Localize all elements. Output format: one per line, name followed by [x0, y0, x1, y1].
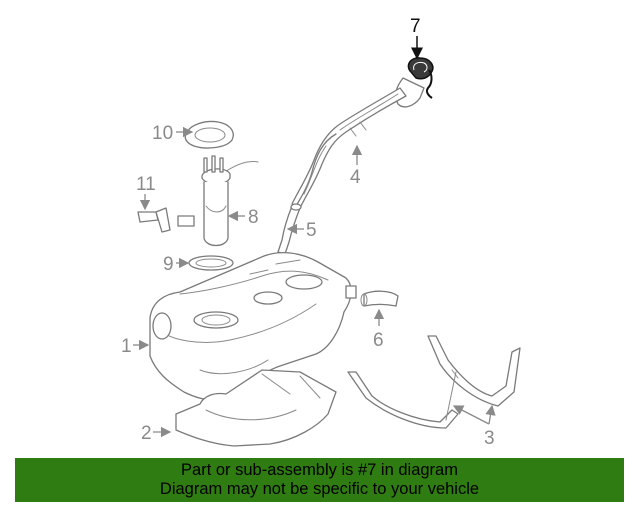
callout-1-label: 1	[121, 336, 132, 357]
info-banner: Part or sub-assembly is #7 in diagram Di…	[15, 458, 624, 502]
callout-3-label: 3	[484, 428, 495, 449]
shield-part-2	[175, 369, 337, 447]
callout-3: 3	[452, 404, 496, 449]
callout-5-label: 5	[306, 220, 317, 241]
callout-2: 2	[141, 423, 172, 444]
callout-3-leader-left	[452, 405, 490, 425]
callout-6-label: 6	[373, 330, 384, 351]
callout-8-label: 8	[248, 207, 259, 228]
callout-8: 8	[227, 207, 259, 228]
callout-11-label: 11	[136, 174, 156, 195]
tank-straps-part-3	[347, 335, 521, 429]
callout-3-leader-right	[485, 404, 496, 425]
banner-vehicle-disclaimer: Diagram may not be specific to your vehi…	[159, 480, 480, 498]
callout-7-label: 7	[410, 16, 421, 37]
callout-1: 1	[121, 336, 150, 357]
callout-10-label: 10	[152, 123, 173, 144]
callout-7: 7	[410, 16, 423, 60]
fuel-tank-part-1	[149, 251, 357, 401]
callout-11: 11	[136, 174, 156, 211]
callout-9: 9	[163, 254, 190, 275]
callout-4-label: 4	[350, 167, 361, 188]
callout-9-label: 9	[163, 254, 174, 275]
callout-5: 5	[286, 220, 317, 241]
callout-10: 10	[152, 123, 194, 144]
retainer-part-11	[137, 207, 171, 233]
hose-part-6	[360, 290, 399, 307]
seal-part-9	[188, 255, 234, 271]
callout-6: 6	[373, 308, 385, 351]
banner-part-notice: Part or sub-assembly is #7 in diagram	[181, 461, 458, 479]
lock-ring-part-10	[184, 120, 234, 149]
fuel-cap-part-7[interactable]	[407, 57, 434, 99]
callout-4: 4	[350, 144, 363, 188]
fuel-system-diagram: 7 4 5 10	[121, 16, 521, 449]
filler-pipe-part-4	[291, 77, 425, 209]
callout-2-label: 2	[141, 423, 152, 444]
fuel-pump-module-part-8	[177, 155, 259, 247]
